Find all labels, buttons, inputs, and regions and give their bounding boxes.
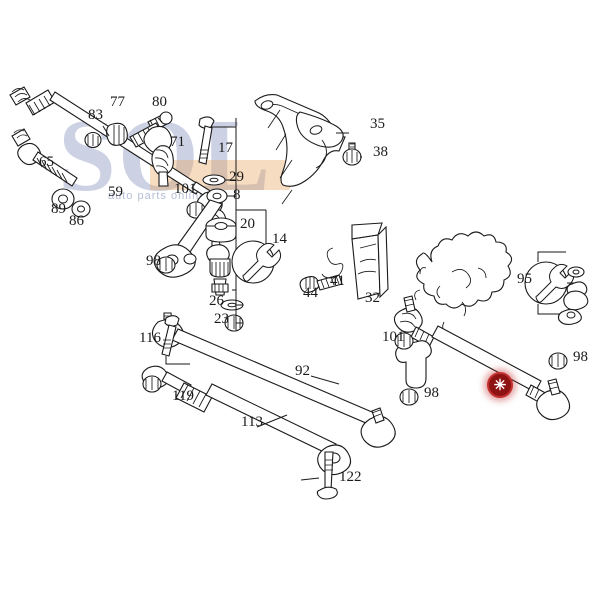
part-group-right-nuts	[394, 332, 568, 406]
callout-label-20: 20	[240, 216, 255, 232]
part-119-nut	[142, 375, 162, 393]
callout-label-80: 80	[152, 94, 167, 110]
part-116-bolt	[161, 315, 190, 365]
part-92-center-link	[151, 312, 396, 448]
callout-label-59: 59	[108, 184, 123, 200]
callout-label-98-right: 98	[424, 385, 439, 401]
icon-wrench-14	[231, 240, 282, 284]
callout-label-26: 26	[209, 293, 225, 309]
part-17-bolt	[198, 116, 215, 165]
callout-label-101-right: 101	[382, 329, 405, 345]
callout-label-98-far-right: 98	[573, 349, 588, 365]
part-steering-gear-box	[414, 231, 513, 333]
callout-label-116: 116	[139, 330, 161, 346]
callout-label-83: 83	[88, 107, 103, 123]
callout-label-71: 71	[170, 134, 185, 150]
callout-label-14: 14	[272, 231, 288, 247]
callout-label-113: 113	[241, 414, 263, 430]
callout-label-119: 119	[172, 388, 194, 404]
callout-label-101: 101	[174, 181, 197, 197]
asterisk-icon: ✳	[493, 376, 507, 394]
callout-label-17: 17	[218, 140, 234, 156]
callout-label-77: 77	[110, 94, 126, 110]
callout-label-32: 32	[365, 290, 380, 306]
part-122-bolt	[316, 451, 338, 500]
callout-label-86: 86	[69, 213, 85, 229]
callout-label-44: 44	[303, 285, 319, 301]
callout-label-95: 95	[517, 271, 532, 287]
callout-label-65: 65	[39, 154, 54, 170]
callout-label-8: 8	[233, 187, 241, 203]
callout-label-35: 35	[370, 116, 385, 132]
part-35-bracket	[254, 94, 362, 205]
callout-label-29: 29	[229, 169, 244, 185]
part-group-83-77-80	[84, 111, 174, 187]
part-101-nut-left	[186, 201, 206, 219]
callout-label-98: 98	[146, 253, 161, 269]
callout-label-23: 23	[214, 311, 229, 327]
selected-part-marker-icon[interactable]: ✳	[487, 372, 513, 398]
callout-label-41: 41	[330, 273, 345, 289]
callout-label-92: 92	[295, 363, 310, 379]
callout-label-89: 89	[51, 201, 66, 217]
icon-wrench-95	[524, 251, 589, 326]
part-right-drag-link	[393, 295, 571, 421]
callout-label-38: 38	[373, 144, 388, 160]
callout-label-122: 122	[339, 469, 362, 485]
